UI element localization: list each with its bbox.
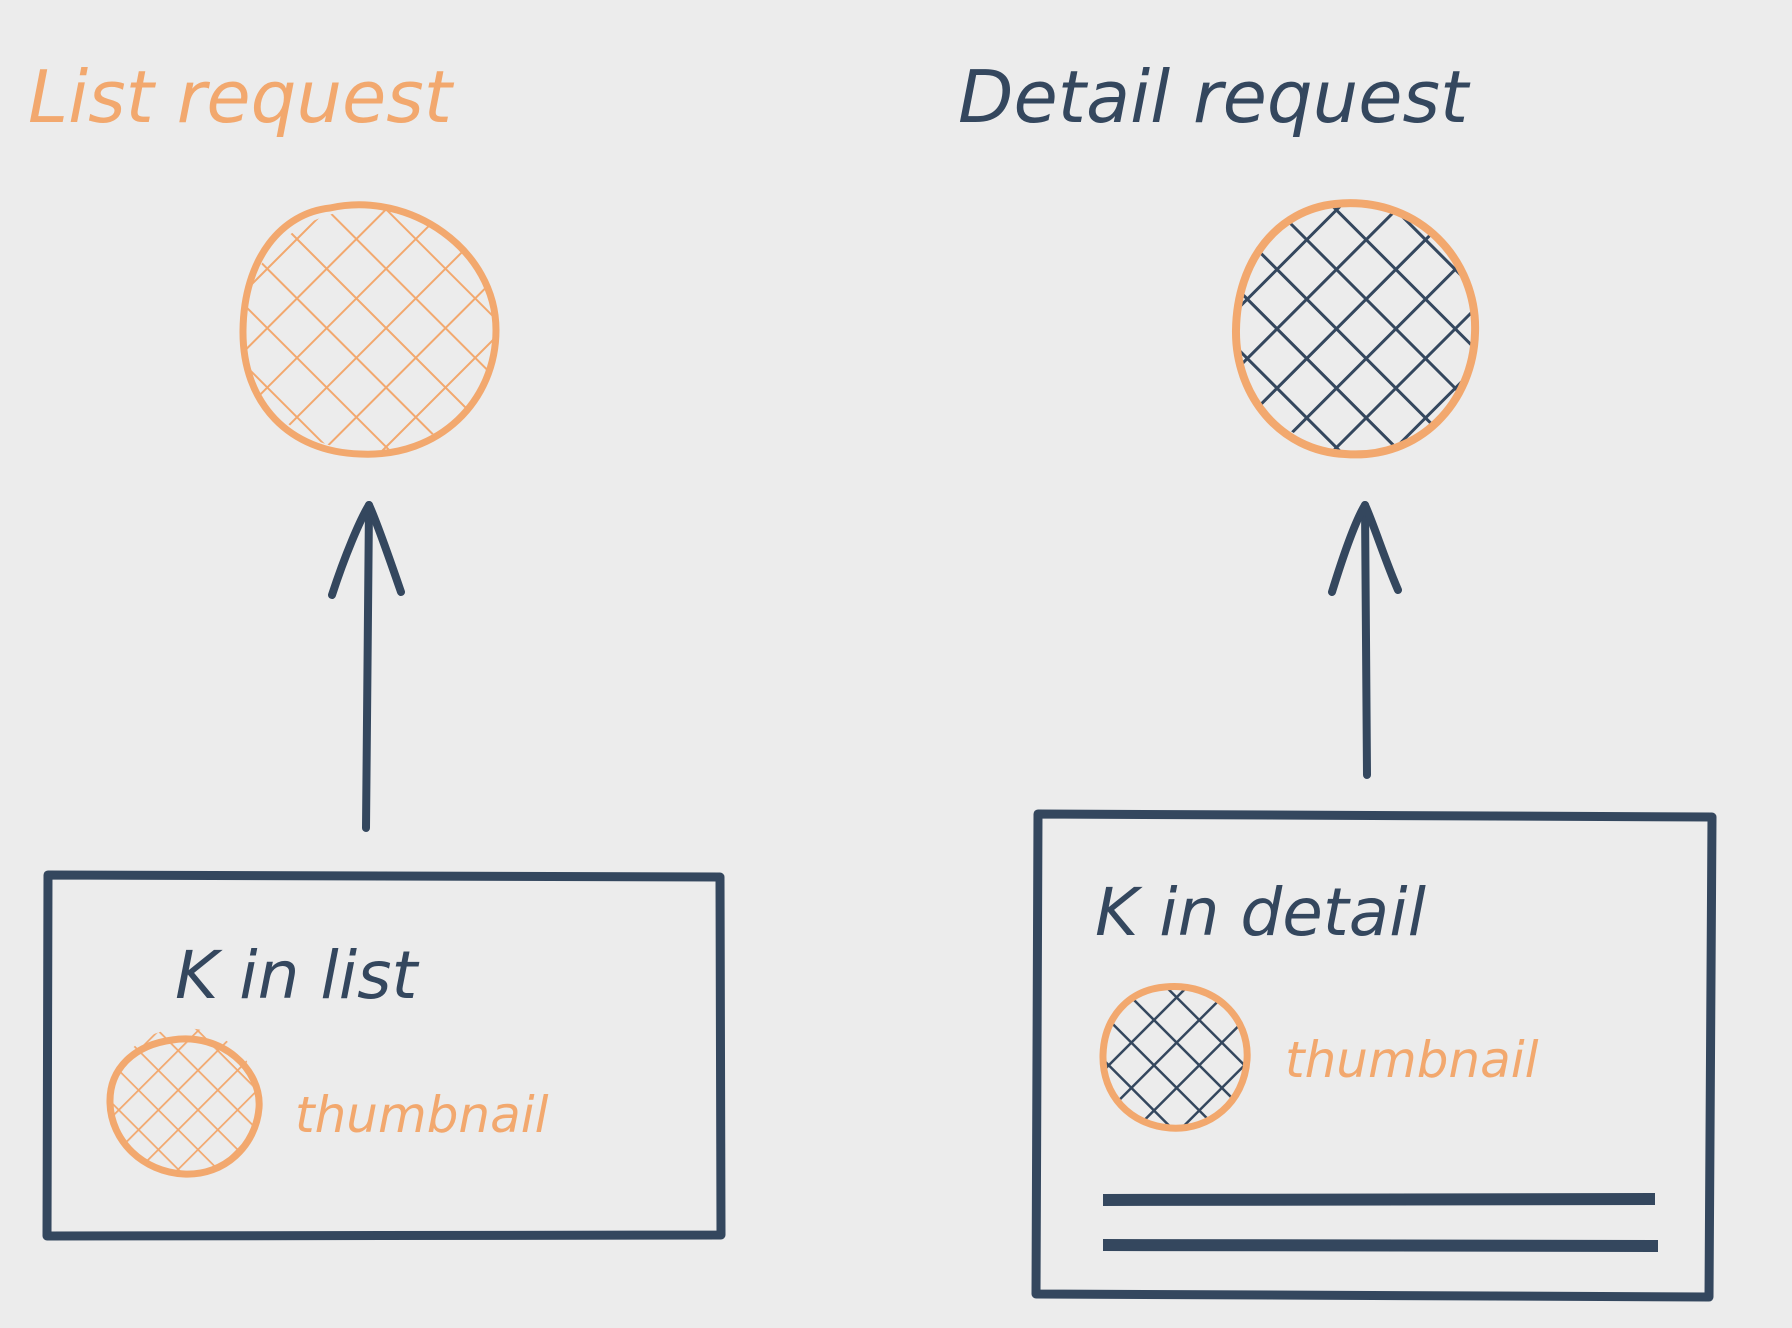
right-title: Detail request: [958, 55, 1471, 139]
detail-card-title: K in detail: [1095, 874, 1427, 951]
list-thumbnail-label: thumbnail: [295, 1086, 549, 1144]
detail-card: K in detail thumbnail: [1031, 809, 1717, 1302]
right-arrow: [1328, 501, 1402, 779]
list-thumbnail-icon: [106, 1028, 263, 1178]
detail-content-line-2: [1102, 1239, 1659, 1252]
detail-request-resource-icon: [1231, 199, 1480, 459]
detail-thumbnail-label: thumbnail: [1285, 1031, 1539, 1089]
left-arrow: [328, 501, 405, 832]
detail-content-line-1: [1102, 1193, 1656, 1206]
list-card-title: K in list: [175, 937, 419, 1014]
list-card: K in list thumbnail: [42, 870, 726, 1241]
detail-thumbnail-icon: [1099, 983, 1251, 1132]
list-request-resource-icon: [239, 201, 500, 458]
left-title: List request: [28, 55, 455, 139]
